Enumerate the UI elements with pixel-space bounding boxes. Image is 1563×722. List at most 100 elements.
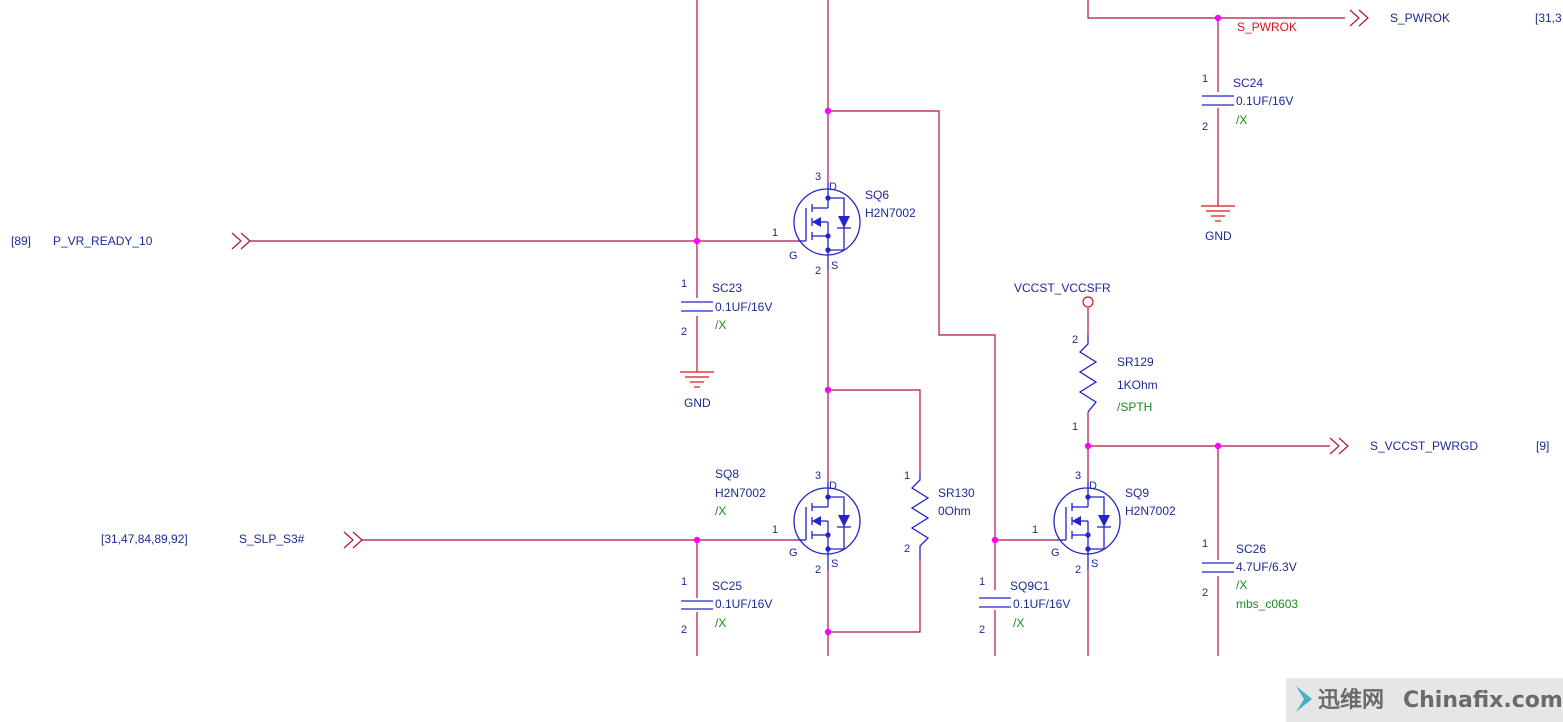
watermark-logo-icon <box>1296 686 1312 712</box>
junction-dot <box>824 107 832 115</box>
ref-sc25: SC25 <box>712 579 742 593</box>
net-ref-s-pwrok: [31,3 <box>1535 11 1562 25</box>
offpage-arrow <box>1358 9 1369 27</box>
watermark-en: Chinafix.com <box>1403 688 1563 713</box>
offpage-connectors <box>231 9 1369 549</box>
pin-number: 1 <box>681 278 687 290</box>
capacitor-sc25 <box>681 600 713 610</box>
pin-number: 1 <box>681 576 687 588</box>
pin-number: 2 <box>904 543 910 555</box>
capacitor-sc24 <box>1202 95 1234 106</box>
net-ref-p-vr-ready: [89] <box>11 234 31 248</box>
pin-number: 2 <box>681 624 687 636</box>
pin-number: 1 <box>979 576 985 588</box>
pin-letter: D <box>829 480 837 492</box>
resistor-sr130 <box>910 474 930 560</box>
ref-sc26: SC26 <box>1236 542 1266 556</box>
wires <box>250 0 1345 656</box>
junction-dot <box>693 536 701 544</box>
pin-number: 1 <box>1202 538 1208 550</box>
junction-dot <box>693 237 701 245</box>
net-ref-s-vccst-pwrgd: [9] <box>1536 439 1549 453</box>
net-ref-s-slp-s3: [31,47,84,89,92] <box>101 532 188 546</box>
value-sc23: 0.1UF/16V <box>715 300 772 314</box>
value-sr130: 0Ohm <box>938 504 971 518</box>
junction-dot <box>824 386 832 394</box>
pin-number: 3 <box>815 171 821 183</box>
offpage-arrow <box>1349 9 1360 27</box>
junction-dot <box>824 628 832 636</box>
junction-dot <box>991 536 999 544</box>
pin-number: 2 <box>1072 334 1078 346</box>
offpage-arrow <box>352 531 363 549</box>
wire <box>828 560 921 633</box>
ground-symbol <box>680 366 714 388</box>
pin-number: 2 <box>979 624 985 636</box>
pin-letter: D <box>829 181 837 193</box>
pin-letter: G <box>1051 547 1060 559</box>
pin-number: 2 <box>681 326 687 338</box>
resistor-sr129 <box>1078 334 1098 413</box>
pin-letter: G <box>789 547 798 559</box>
watermark-background <box>1286 678 1563 722</box>
opt-sr129: /SPTH <box>1117 400 1152 414</box>
pin-letter: S <box>831 558 838 570</box>
net-label-s-vccst-pwrgd: S_VCCST_PWRGD <box>1370 439 1478 453</box>
wire <box>828 110 996 590</box>
junction-dot <box>1214 442 1222 450</box>
net-label-vccst-vccsfr: VCCST_VCCSFR <box>1014 281 1111 295</box>
offpage-arrow <box>231 232 242 250</box>
pin-number: 1 <box>1032 524 1038 536</box>
junction-dot <box>1084 442 1092 450</box>
pin-letter: S <box>1091 558 1098 570</box>
mosfet-sq6 <box>793 183 861 270</box>
opt-sq8: /X <box>715 504 726 518</box>
junction-dot <box>1214 14 1222 22</box>
value-sq9: H2N7002 <box>1125 504 1176 518</box>
pin-number: 1 <box>1072 421 1078 433</box>
pin-number: 2 <box>1202 587 1208 599</box>
capacitor-sq9c1 <box>979 597 1011 608</box>
mosfet-sq9 <box>1053 482 1121 570</box>
pin-letter: G <box>789 250 798 262</box>
ground-label: GND <box>1205 229 1232 243</box>
pin-number: 3 <box>815 470 821 482</box>
offpage-arrow <box>1329 437 1340 455</box>
opt-sc24: /X <box>1236 113 1247 127</box>
pin-number: 2 <box>1202 121 1208 133</box>
mosfet-sq8 <box>793 482 861 570</box>
watermark-cn: 迅维网 <box>1318 687 1384 713</box>
ref-sq9c1: SQ9C1 <box>1010 579 1050 593</box>
pin-number: 1 <box>904 470 910 482</box>
ground-label: GND <box>684 396 711 410</box>
value-sr129: 1KOhm <box>1117 378 1158 392</box>
ref-sq6: SQ6 <box>865 188 889 202</box>
wire <box>1087 0 1345 19</box>
opt-sc26: /X <box>1236 578 1247 592</box>
offpage-arrow <box>343 531 354 549</box>
pin-number: 2 <box>815 564 821 576</box>
junctions <box>693 14 1222 636</box>
ref-sc23: SC23 <box>712 281 742 295</box>
pin-number: 1 <box>1202 73 1208 85</box>
pin-number: 1 <box>772 227 778 239</box>
net-label-p-vr-ready: P_VR_READY_10 <box>53 234 153 248</box>
net-label-s-pwrok-local: S_PWROK <box>1237 20 1297 34</box>
opt-sq9c1: /X <box>1013 616 1024 630</box>
pin-number: 1 <box>772 524 778 536</box>
ref-sc24: SC24 <box>1233 76 1263 90</box>
offpage-arrow <box>1338 437 1349 455</box>
pin-number: 3 <box>1075 470 1081 482</box>
value-sc25: 0.1UF/16V <box>715 597 772 611</box>
ref-sr130: SR130 <box>938 486 975 500</box>
net-label-s-slp-s3: S_SLP_S3# <box>239 532 305 546</box>
value-sc24: 0.1UF/16V <box>1236 94 1293 108</box>
ref-sq8: SQ8 <box>715 467 739 481</box>
value-sq8: H2N7002 <box>715 486 766 500</box>
pin-letter: D <box>1089 480 1097 492</box>
watermark: 迅维网 Chinafix.com <box>1286 678 1563 722</box>
pin-letter: S <box>831 260 838 272</box>
pin-number: 2 <box>1075 564 1081 576</box>
capacitor-sc23 <box>681 301 713 312</box>
